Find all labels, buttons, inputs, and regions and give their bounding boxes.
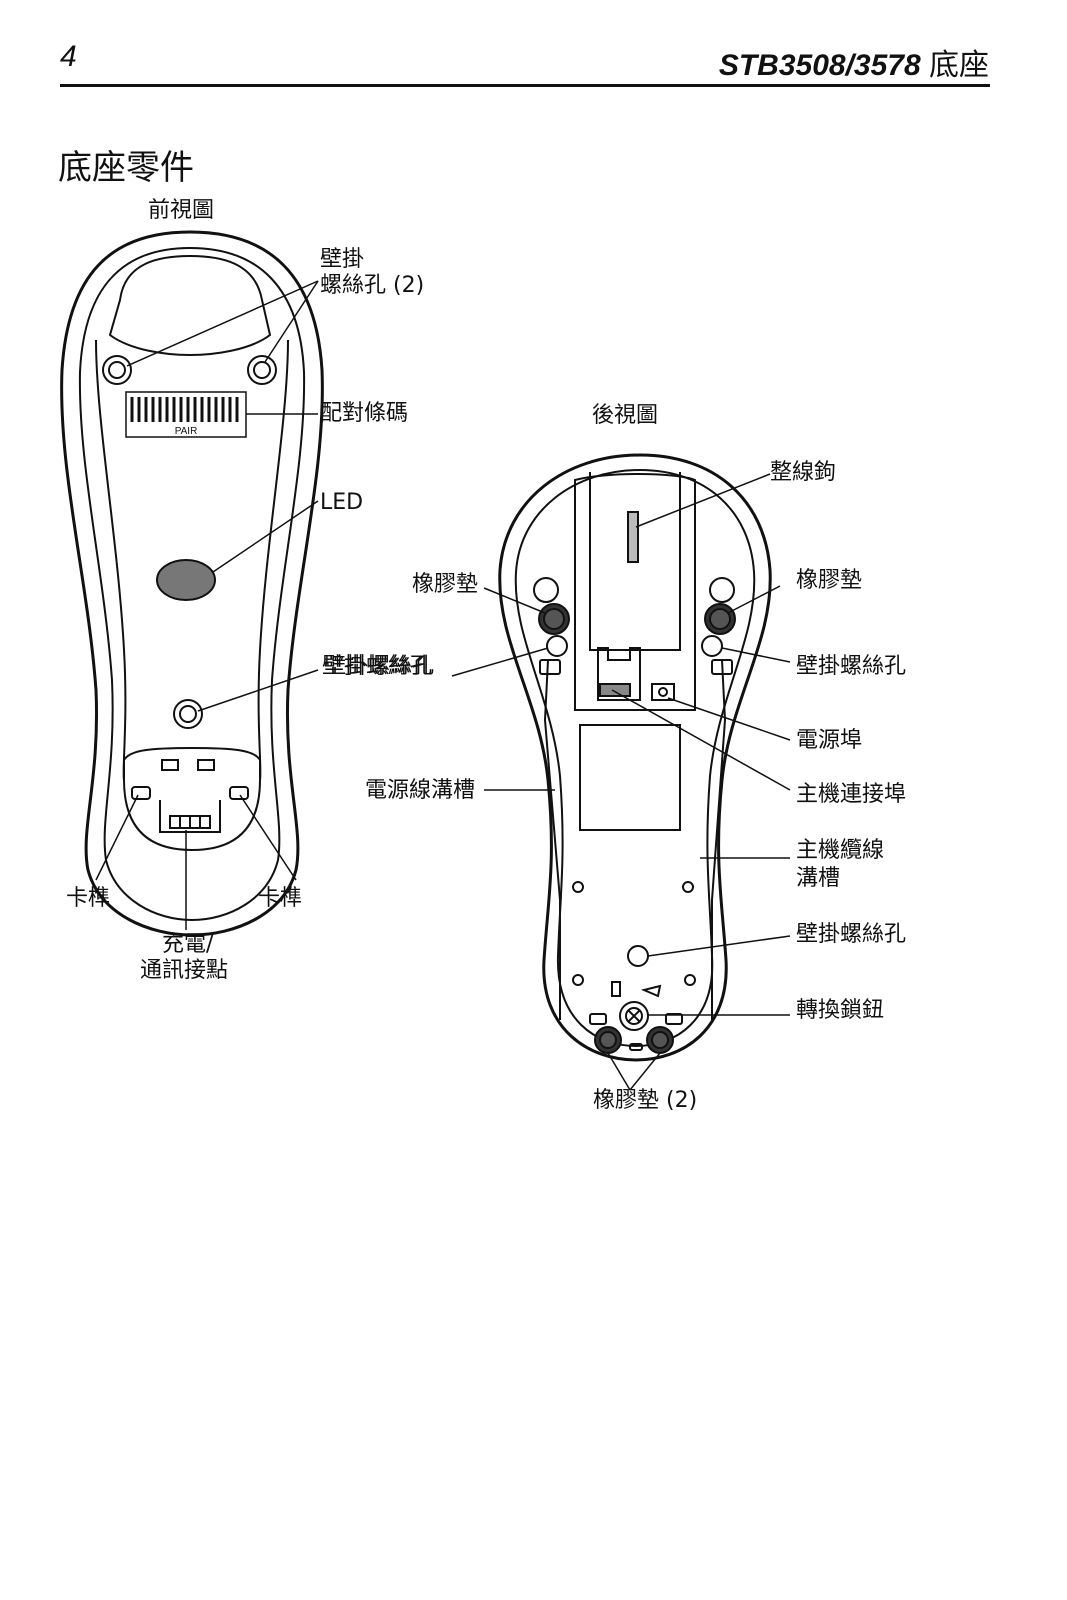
running-title-model: STB3508/3578 — [718, 49, 921, 82]
label-wall-mount-line1: 壁掛 — [320, 247, 365, 272]
running-title: STB3508/3578 底座 — [719, 40, 989, 84]
label-switch-lock: 轉換鎖鈕 — [796, 998, 885, 1023]
barcode-text: PAIR — [175, 426, 198, 437]
label-cable-hook: 整線鉤 — [770, 460, 837, 485]
label-host-port: 主機連接埠 — [796, 782, 907, 807]
rear-wall-holes — [539, 635, 733, 986]
rear-ports — [597, 647, 675, 701]
rear-view-title: 後視圖 — [592, 403, 659, 428]
front-wall-mount-holes — [102, 355, 277, 385]
rear-rubber-pads — [533, 577, 736, 1054]
running-title-suffix: 底座 — [929, 48, 989, 83]
pairing-barcode-graphic — [125, 391, 247, 438]
label-rubber-pad-left: 橡膠墊 — [412, 572, 479, 597]
label-power-channel: 電源線溝槽 — [365, 778, 476, 803]
front-leader-lines — [95, 280, 319, 930]
label-rear-wall-hole-left: 壁掛螺絲孔 — [324, 654, 435, 679]
rear-leader-lines — [451, 473, 791, 1091]
section-title: 底座零件 — [58, 148, 194, 188]
label-rubber-pads-2: 橡膠墊 (2) — [593, 1088, 698, 1113]
front-cradle-outline — [60, 230, 324, 937]
led-indicator — [156, 559, 216, 601]
label-led: LED — [320, 490, 364, 515]
label-latch-right: 卡榫 — [258, 886, 303, 911]
header-rule — [60, 84, 990, 87]
label-rear-wall-hole-right: 壁掛螺絲孔 — [796, 654, 907, 679]
front-center-hole — [173, 699, 203, 729]
label-latch-left: 卡榫 — [66, 886, 111, 911]
label-wall-mount-line2: 螺絲孔 (2) — [320, 273, 425, 298]
label-power-port: 電源埠 — [796, 728, 863, 753]
label-pairing-barcode: 配對條碼 — [320, 401, 409, 426]
label-front-wall-hole: 壁掛螺絲孔 — [322, 654, 433, 679]
rear-cable-hook — [627, 511, 639, 563]
front-view-title: 前視圖 — [148, 198, 215, 223]
label-rear-wall-hole-bottom: 壁掛螺絲孔 — [796, 922, 907, 947]
rear-cradle-outline — [498, 453, 772, 1062]
front-latches-and-contacts — [131, 759, 249, 833]
label-contacts-line1: 充電/ — [162, 932, 214, 957]
rear-switch-lock — [589, 981, 683, 1051]
page-number: 4 — [60, 40, 77, 73]
label-host-channel-line2: 溝槽 — [796, 866, 841, 891]
label-host-channel-line1: 主機纜線 — [796, 838, 885, 863]
label-rubber-pad-right: 橡膠墊 — [796, 568, 863, 593]
label-contacts-line2: 通訊接點 — [140, 958, 229, 983]
